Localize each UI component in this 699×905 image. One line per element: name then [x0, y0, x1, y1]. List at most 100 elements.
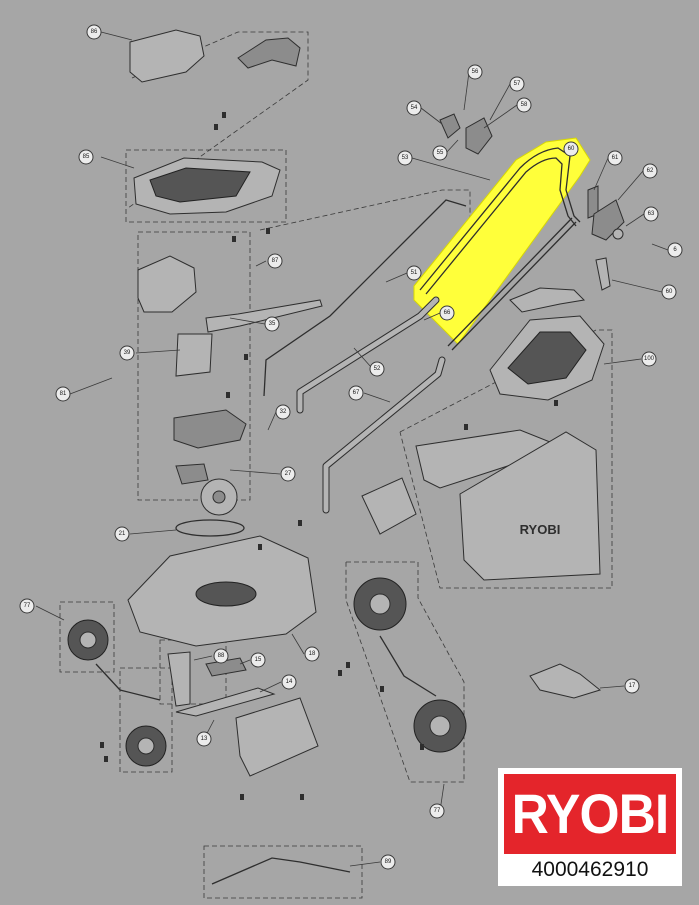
- callout-100: 100: [641, 351, 657, 367]
- frame-lower-handle: [127, 31, 309, 209]
- blade: [175, 687, 276, 717]
- rubber-tube: [595, 257, 611, 291]
- frame-axle: [203, 845, 363, 899]
- callout-87: 87: [267, 253, 283, 269]
- blade-adapter: [205, 657, 247, 677]
- part-60-cable-lower: [447, 217, 573, 347]
- callout-56: 56: [467, 64, 483, 80]
- svg-text:100: 100: [644, 356, 655, 362]
- svg-text:56: 56: [472, 69, 479, 75]
- callout-66: 66: [439, 305, 455, 321]
- handle-top: [509, 287, 586, 313]
- brand-logo-panel: RYOBI 4000462910: [498, 768, 682, 886]
- svg-text:60: 60: [568, 146, 575, 152]
- svg-text:13: 13: [201, 736, 208, 742]
- part-60-cable-b: [425, 157, 577, 295]
- callout-13: 13: [196, 731, 212, 747]
- svg-text:27: 27: [285, 471, 292, 477]
- switch-box: [175, 333, 213, 377]
- rear-cover-window: [507, 331, 587, 385]
- pulley-hub: [212, 490, 226, 504]
- frame-rear-wheel: [59, 601, 115, 673]
- battery-holder: [137, 255, 197, 313]
- callout-57: 57: [509, 76, 525, 92]
- svg-text:21: 21: [119, 531, 126, 537]
- svg-text:77: 77: [434, 808, 441, 814]
- callout-60-side: 60: [661, 284, 677, 300]
- deck-motor-opening: [195, 581, 257, 607]
- callout-89: 89: [380, 854, 396, 870]
- svg-text:66: 66: [444, 310, 451, 316]
- handle-grip-small: [237, 37, 301, 69]
- callout-58: 58: [516, 97, 532, 113]
- axle-left: [95, 663, 161, 701]
- leader-lines: [35, 31, 669, 867]
- model-number: 4000462910: [531, 858, 649, 881]
- key-clip: [612, 228, 624, 240]
- mulch-plug: [361, 477, 417, 535]
- rear-wheel-right-hub: [369, 593, 391, 615]
- lower-handle-tube-inner: [323, 357, 445, 513]
- svg-text:53: 53: [402, 155, 409, 161]
- svg-text:62: 62: [647, 168, 654, 174]
- svg-text:39: 39: [124, 350, 131, 356]
- control-cable: [263, 199, 467, 397]
- callout-85: 85: [78, 149, 94, 165]
- svg-text:57: 57: [514, 81, 521, 87]
- callout-81: 81: [55, 386, 71, 402]
- upper-handle-tube-inner: [297, 297, 439, 413]
- svg-text:17: 17: [629, 683, 636, 689]
- svg-text:87: 87: [272, 258, 279, 264]
- front-wheel-left-hub: [137, 737, 155, 755]
- svg-text:58: 58: [521, 102, 528, 108]
- callout-51: 51: [406, 265, 422, 281]
- lever-arm: [205, 299, 323, 333]
- callout-54: 54: [406, 100, 422, 116]
- callout-60-top: 60: [563, 141, 579, 157]
- axle-right: [379, 635, 437, 697]
- callout-62: 62: [642, 163, 658, 179]
- brand-logo: RYOBI: [504, 774, 676, 854]
- deflector: [529, 663, 602, 699]
- svg-text:51: 51: [411, 270, 418, 276]
- callout-53: 53: [397, 150, 413, 166]
- callout-39: 39: [119, 345, 135, 361]
- part-60-cable-lower-b: [451, 221, 577, 351]
- callout-88: 88: [213, 648, 229, 664]
- svg-text:32: 32: [280, 409, 287, 415]
- callout-15: 15: [250, 652, 266, 668]
- svg-text:35: 35: [269, 321, 276, 327]
- svg-text:6: 6: [673, 247, 677, 253]
- callout-61: 61: [607, 150, 623, 166]
- svg-text:18: 18: [309, 651, 316, 657]
- callout-6: 6: [667, 242, 683, 258]
- svg-text:67: 67: [353, 390, 360, 396]
- callout-18: 18: [304, 646, 320, 662]
- bag-brand-label: RYOBI: [520, 522, 561, 537]
- svg-text:54: 54: [411, 105, 418, 111]
- front-wheel-right-hub: [429, 715, 451, 737]
- hardware-screws: [100, 112, 558, 800]
- svg-text:77: 77: [24, 603, 31, 609]
- svg-text:60: 60: [666, 289, 673, 295]
- part-60-cable: [419, 147, 581, 291]
- frame-upper-handle: [259, 189, 471, 232]
- rear-wheel-left-hub: [79, 631, 97, 649]
- svg-text:61: 61: [612, 155, 619, 161]
- switch-button: [439, 113, 461, 139]
- svg-text:85: 85: [83, 154, 90, 160]
- svg-text:63: 63: [648, 211, 655, 217]
- svg-text:89: 89: [385, 859, 392, 865]
- highlight-part-60: [413, 137, 591, 345]
- callout-86: 86: [86, 24, 102, 40]
- battery-cap: [129, 29, 205, 83]
- motor-mount: [175, 463, 209, 485]
- callout-17: 17: [624, 678, 640, 694]
- svg-text:15: 15: [255, 657, 262, 663]
- callout-52: 52: [369, 361, 385, 377]
- height-axle: [211, 857, 351, 885]
- frame-switch-box: [137, 231, 251, 501]
- frame-battery-cover: [125, 149, 287, 223]
- callout-14: 14: [281, 674, 297, 690]
